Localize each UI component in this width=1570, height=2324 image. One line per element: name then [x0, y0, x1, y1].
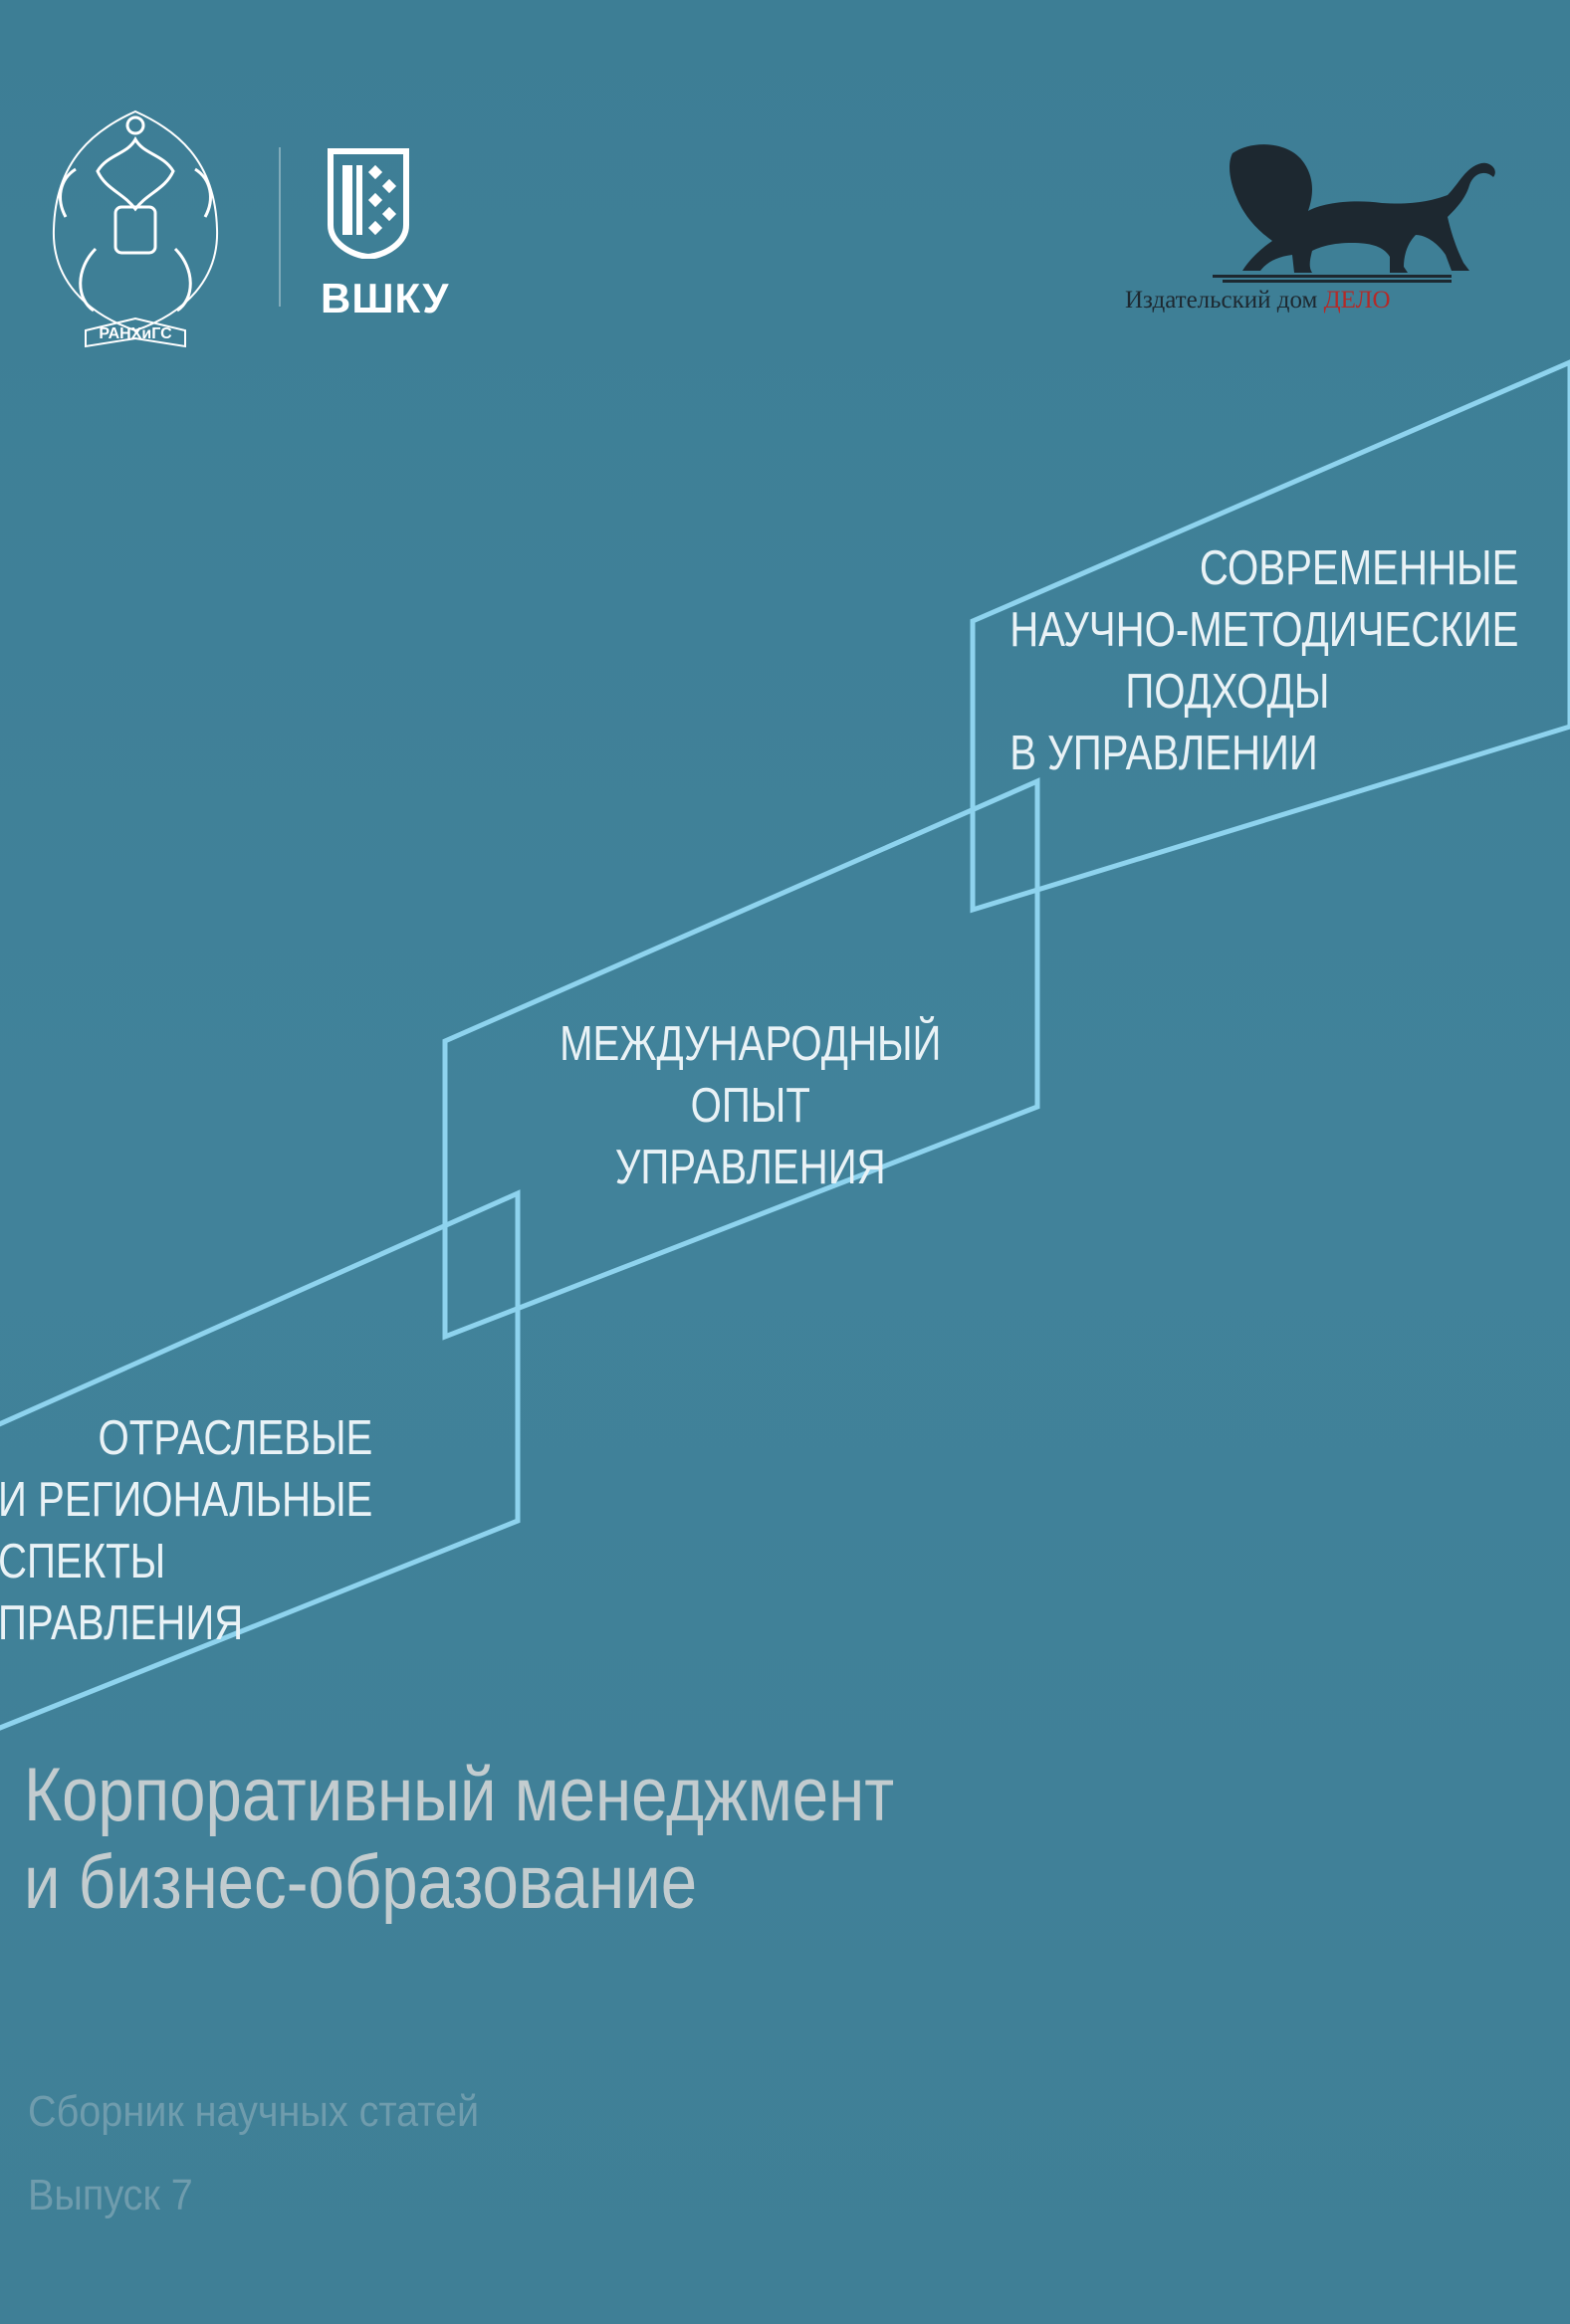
publisher-accent: ДЕЛО: [1323, 287, 1391, 314]
logo-divider: [279, 147, 281, 307]
topic-2-line-2: опыт: [690, 1079, 810, 1133]
topic-3-line-3: спекты: [0, 1535, 166, 1588]
topic-1-line-2: научно-методические: [1009, 603, 1518, 657]
frame-bottom: [0, 1189, 521, 1731]
ranepa-emblem-icon: РАНХиГС: [52, 109, 219, 348]
topic-3-line-1: Отраслевые: [98, 1411, 373, 1465]
topic-block-2: Международный опыт управления: [560, 1013, 941, 1198]
ranepa-label: РАНХиГС: [99, 325, 172, 342]
topic-2-line-1: Международный: [560, 1017, 942, 1071]
topic-1-line-4: в управлении: [1009, 727, 1318, 780]
vshku-logo: ВШКУ: [321, 147, 480, 326]
topic-3-line-2: и региональные: [0, 1473, 373, 1527]
topic-block-3: Отраслевые и региональные спекты правлен…: [0, 1407, 372, 1654]
vshku-shield-icon: [328, 148, 409, 259]
book-subtitle: Сборник научных статей Выпуск 7: [28, 2070, 479, 2237]
subtitle-issue: Выпуск 7: [28, 2171, 193, 2219]
book-title: Корпоративный менеджмент и бизнес-образо…: [24, 1752, 894, 1927]
topic-3-line-4: правления: [0, 1596, 244, 1650]
publisher-logo: Издательский дом ДЕЛО: [1115, 139, 1513, 328]
topic-2-line-3: управления: [614, 1141, 886, 1194]
topic-block-1: Современные научно-методические подходы …: [1009, 537, 1518, 784]
topic-1-line-1: Современные: [1199, 541, 1518, 595]
book-title-line-1: Корпоративный менеджмент: [24, 1753, 895, 1837]
publisher-prefix: Издательский дом: [1125, 287, 1324, 314]
frame-top: [970, 359, 1570, 914]
subtitle-collection: Сборник научных статей: [28, 2087, 480, 2136]
frame-middle: [442, 777, 1040, 1341]
vshku-label: ВШКУ: [321, 275, 450, 321]
book-title-line-2: и бизнес-образование: [24, 1840, 698, 1925]
lion-icon: [1213, 144, 1495, 283]
topic-1-line-3: подходы: [1124, 665, 1330, 719]
publisher-name: Издательский дом ДЕЛО: [1125, 287, 1391, 315]
